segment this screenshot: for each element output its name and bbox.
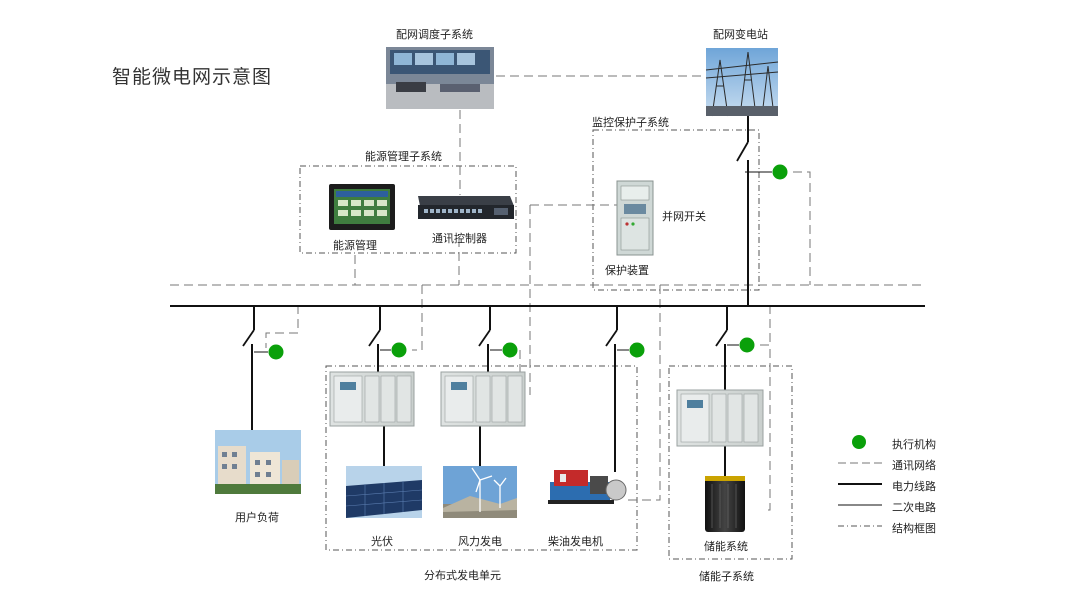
actuator-dot bbox=[502, 342, 518, 358]
energy-mgmt-panel-image bbox=[329, 184, 395, 230]
protection-device-label: 保护装置 bbox=[605, 264, 649, 277]
structure-frames bbox=[299, 129, 793, 560]
monitor-protect-subsystem-label: 监控保护子系统 bbox=[592, 116, 669, 129]
comm-controller-label: 通讯控制器 bbox=[432, 232, 487, 245]
switchgear-cabinet-1 bbox=[329, 371, 415, 427]
actuator-dot bbox=[739, 337, 755, 353]
pv-label: 光伏 bbox=[371, 535, 393, 548]
monitor-protect-frame bbox=[592, 129, 760, 291]
diesel-generator-image bbox=[548, 470, 627, 504]
dispatch-subsystem-label: 配网调度子系统 bbox=[396, 28, 473, 41]
distributed-unit-label: 分布式发电单元 bbox=[424, 569, 501, 582]
wind-label: 风力发电 bbox=[458, 535, 502, 548]
storage-frame bbox=[668, 365, 793, 560]
battery-image bbox=[705, 476, 745, 532]
storage-label: 储能系统 bbox=[704, 540, 748, 553]
diagram-title: 智能微电网示意图 bbox=[112, 66, 273, 88]
grid-switch-label: 并网开关 bbox=[662, 210, 706, 223]
wind-turbine-image bbox=[443, 466, 517, 518]
dispatch-room-image bbox=[386, 47, 494, 109]
protection-cabinet-image bbox=[616, 180, 654, 256]
energy-mgmt-label: 能源管理 bbox=[333, 239, 377, 252]
energy-mgmt-frame bbox=[299, 165, 517, 254]
switches bbox=[242, 141, 749, 347]
user-load-image bbox=[215, 430, 301, 494]
legend-comm-label: 通讯网络 bbox=[892, 459, 936, 472]
user-load-label: 用户负荷 bbox=[235, 511, 279, 524]
secondary-circuits bbox=[254, 171, 772, 353]
pv-panel-image bbox=[345, 466, 423, 518]
substation-label: 配网变电站 bbox=[713, 28, 768, 41]
actuator-dot bbox=[391, 342, 407, 358]
legend-frame-label: 结构框图 bbox=[892, 522, 936, 535]
substation-image bbox=[705, 48, 779, 117]
energy-mgmt-subsystem-label: 能源管理子系统 bbox=[365, 150, 442, 163]
legend-power-label: 电力线路 bbox=[892, 480, 936, 493]
actuator-dot bbox=[268, 344, 284, 360]
comm-controller-image bbox=[418, 196, 514, 219]
switchgear-cabinet-2 bbox=[440, 371, 526, 427]
storage-subsystem-label: 储能子系统 bbox=[699, 570, 754, 583]
legend-actuator-label: 执行机构 bbox=[892, 438, 936, 451]
diesel-label: 柴油发电机 bbox=[548, 535, 603, 548]
distributed-unit-frame bbox=[325, 365, 638, 551]
actuators bbox=[268, 164, 788, 360]
legend bbox=[838, 435, 882, 527]
actuator-dot bbox=[629, 342, 645, 358]
legend-actuator-dot bbox=[852, 435, 866, 449]
legend-secondary-label: 二次电路 bbox=[892, 501, 936, 514]
switchgear-cabinet-3 bbox=[676, 389, 764, 447]
power-lines bbox=[170, 116, 925, 476]
actuator-dot bbox=[772, 164, 788, 180]
